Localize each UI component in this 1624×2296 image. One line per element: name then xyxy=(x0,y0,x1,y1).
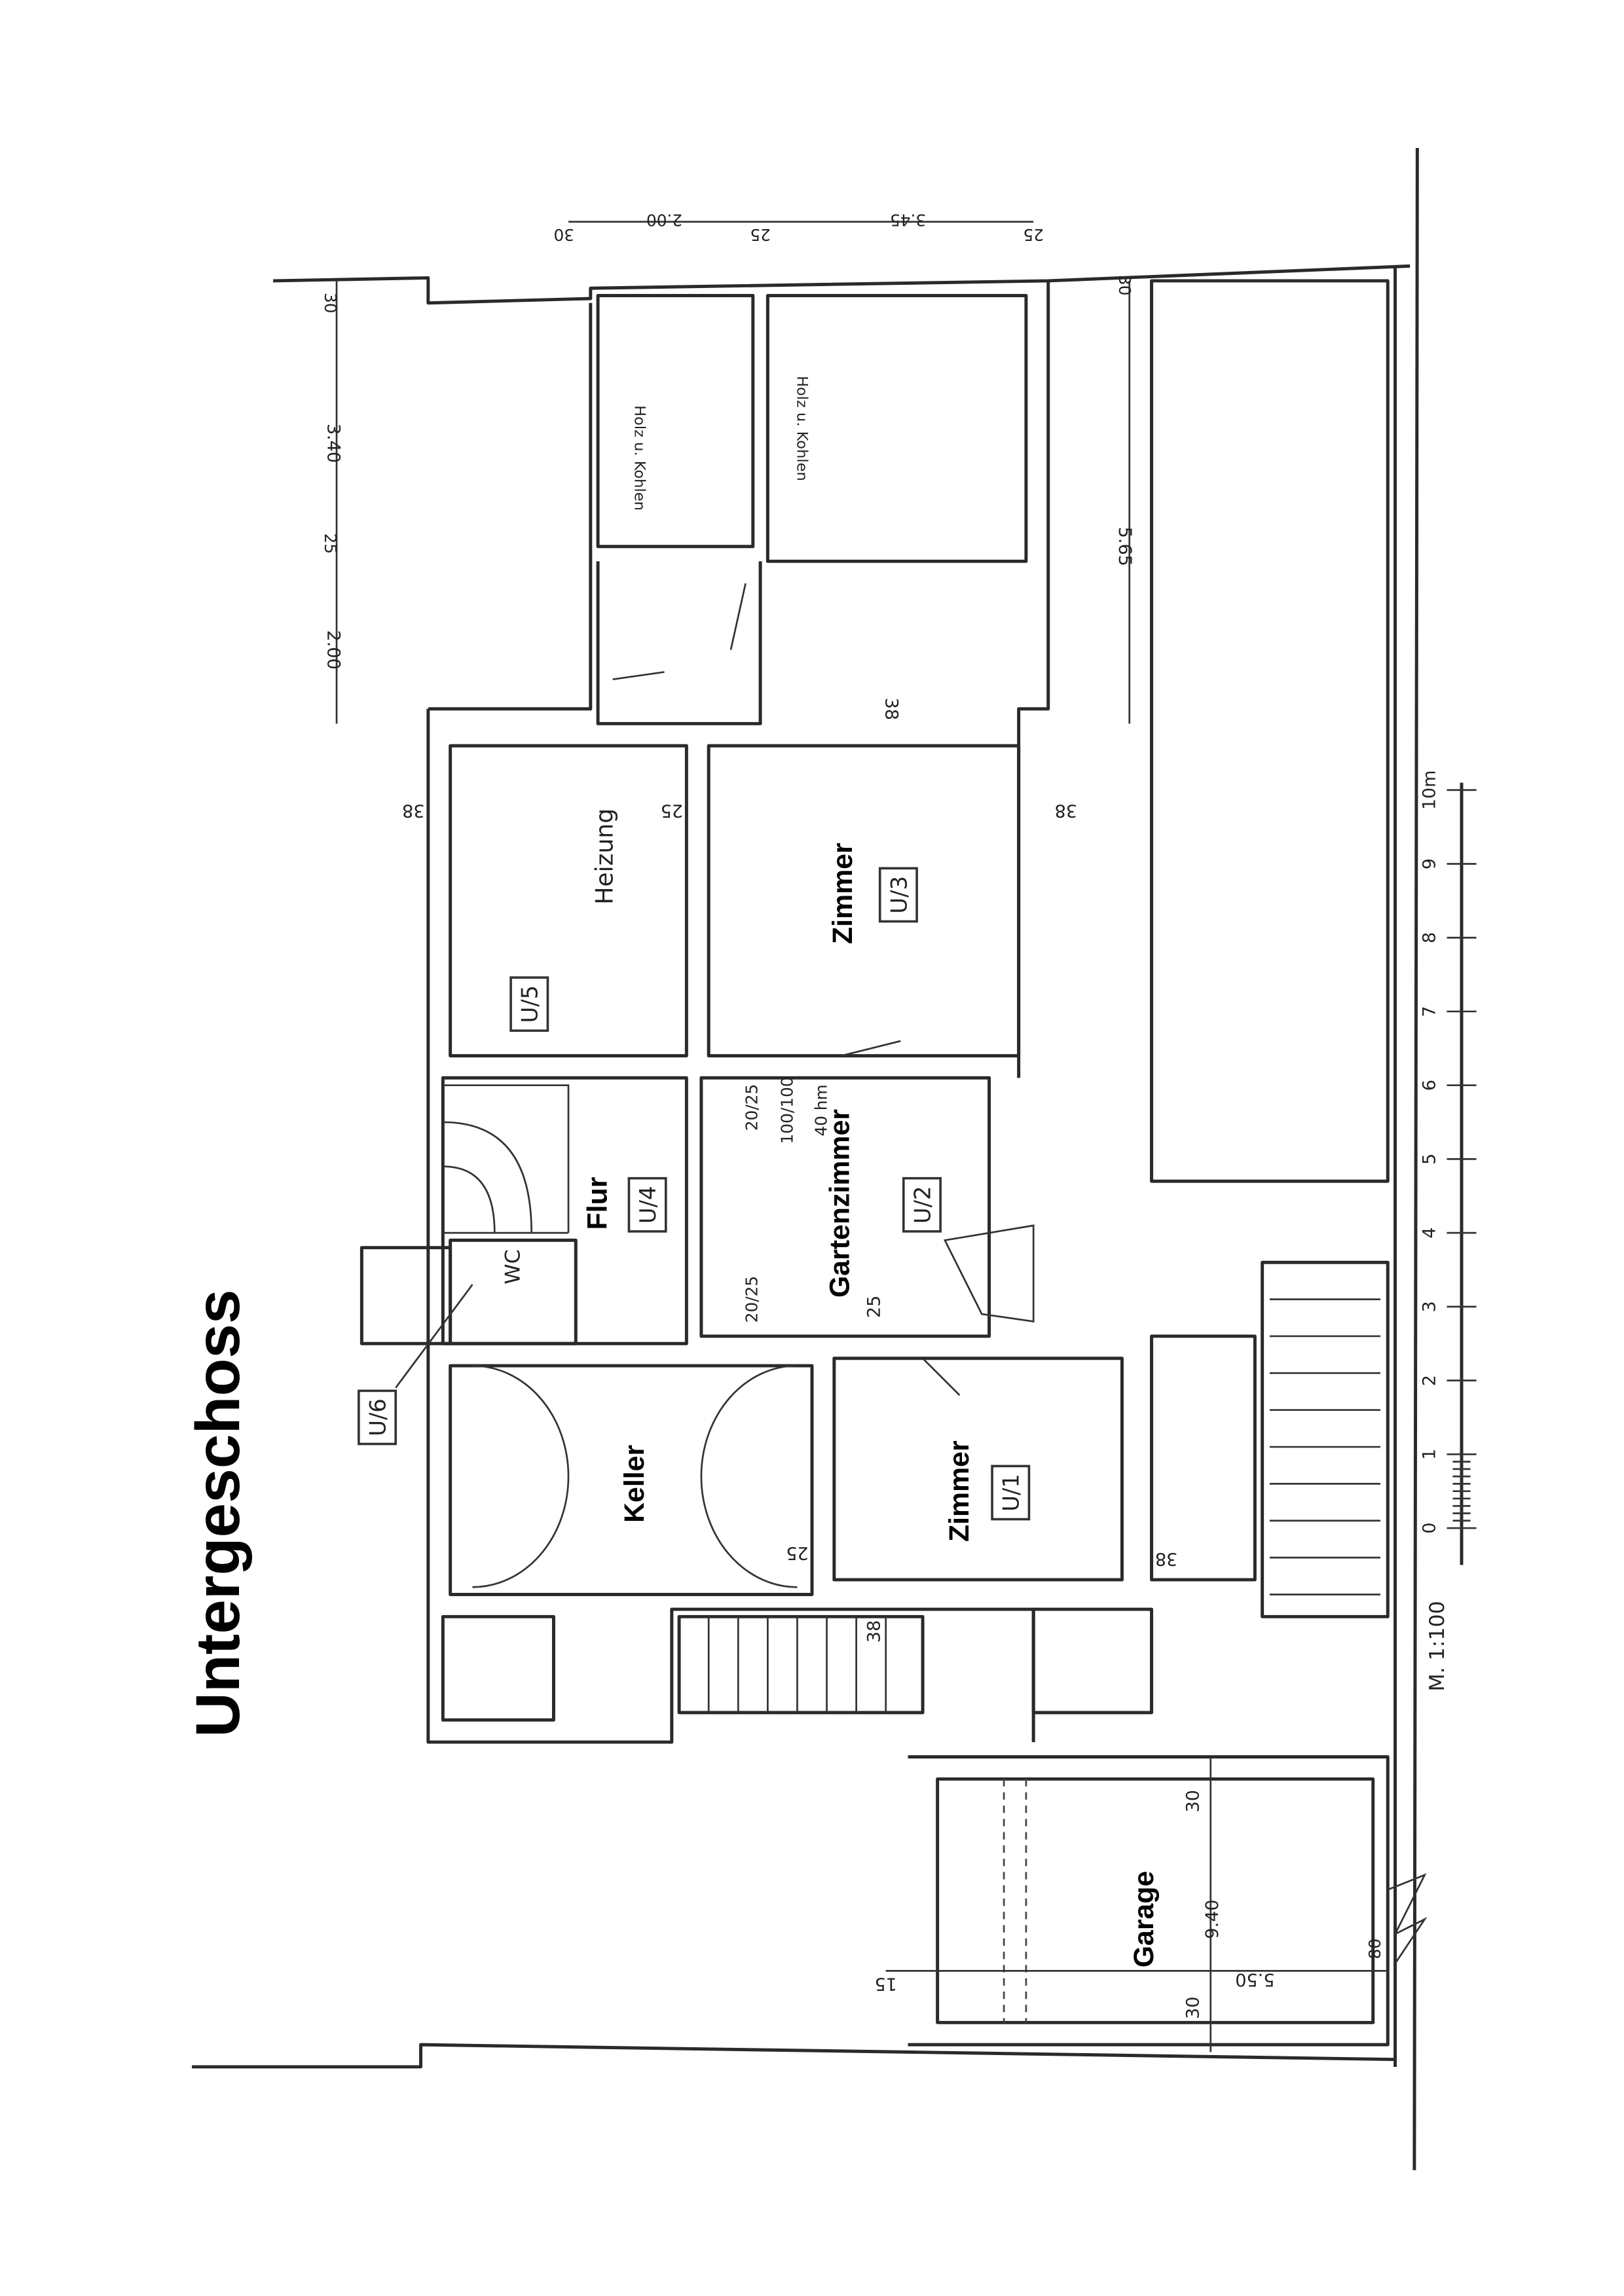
dimension-label: 25 xyxy=(1023,225,1044,244)
room-code: U/2 xyxy=(910,1186,935,1224)
scale-label: M. 1:100 xyxy=(1426,1601,1449,1691)
room-zimmer-u3: Zimmer U/3 xyxy=(827,843,918,944)
dimension-right: 30 5.65 xyxy=(1115,275,1135,724)
dimension-label: 30 xyxy=(1115,275,1134,296)
room-code: U/4 xyxy=(635,1186,661,1224)
room-name: Zimmer xyxy=(944,1440,975,1542)
dimension-label: 15 xyxy=(875,1974,897,1994)
room-heizung: Heizung U/5 xyxy=(509,809,619,1032)
dimension-label: 25 xyxy=(661,800,683,820)
dimension-label: 3.45 xyxy=(890,211,926,230)
room-code: U/6 xyxy=(365,1398,390,1436)
dimension-label: 25 xyxy=(864,1296,885,1318)
dimension-label: 30 xyxy=(553,225,574,244)
page-title: Untergeschoss xyxy=(183,1289,253,1737)
room-wc: WC U/6 xyxy=(358,1249,525,1446)
dimension-garage: 30 9.40 5.50 30 15 80 xyxy=(875,1757,1388,2052)
dimension-label: 25 xyxy=(321,533,340,554)
dimension-label: 2.00 xyxy=(646,211,682,230)
dimension-label: 5.50 xyxy=(1235,1969,1274,1990)
room-code: U/5 xyxy=(517,985,543,1023)
dimension-label: 30 xyxy=(1183,1790,1204,1812)
dimension-label: 30 xyxy=(321,293,340,314)
room-name: Gartenzimmer xyxy=(824,1109,855,1298)
room-name: Flur xyxy=(582,1176,614,1230)
scale-tick-label: 4 xyxy=(1419,1228,1439,1239)
dimension-label: 80 xyxy=(1365,1939,1384,1959)
dimension-openings: 20/25 100/100 40 hm 20/25 xyxy=(743,1077,831,1323)
dimension-label: 38 xyxy=(1055,800,1077,820)
room-name: Keller xyxy=(619,1445,650,1523)
scale-tick-label: 6 xyxy=(1419,1080,1439,1091)
dimension-label: 38 xyxy=(881,698,902,720)
room-name: Heizung xyxy=(591,809,619,905)
room-flur: Flur U/4 xyxy=(582,1176,667,1233)
scale-tick-label: 7 xyxy=(1419,1006,1439,1017)
scale-tick-label: 9 xyxy=(1419,858,1439,869)
dimension-label: 5.65 xyxy=(1115,527,1135,566)
room-keller: Keller xyxy=(619,1445,650,1523)
scale-tick-label: 8 xyxy=(1419,932,1439,943)
scale-tick-label: 3 xyxy=(1419,1301,1439,1312)
dimension-label: 38 xyxy=(1155,1548,1177,1569)
dimension-label: 25 xyxy=(786,1542,808,1563)
room-name: Zimmer xyxy=(827,843,858,944)
dimension-label: 38 xyxy=(402,800,424,820)
dimension-label: 40 hm xyxy=(812,1084,831,1136)
room-name: Garage xyxy=(1128,1871,1160,1968)
dimension-label: 30 xyxy=(1183,1997,1204,2019)
dimension-label: 100/100 xyxy=(778,1077,797,1144)
room-gartenzimmer: Gartenzimmer U/2 xyxy=(824,1109,942,1298)
dimension-left: 30 3.40 25 2.00 xyxy=(321,280,344,724)
dimension-label: 9.40 xyxy=(1202,1899,1223,1939)
dimension-label: 20/25 xyxy=(743,1084,762,1131)
room-code: U/3 xyxy=(886,876,912,914)
scale-bar: 0 1 2 3 4 5 6 7 8 9 10m M. 1:100 xyxy=(1419,770,1477,1692)
scale-tick-label: 5 xyxy=(1419,1154,1439,1165)
room-holz-kohlen-1: Holz u. Kohlen xyxy=(631,405,648,511)
room-holz-kohlen-2: Holz u. Kohlen xyxy=(793,376,810,481)
building-outline xyxy=(360,279,1428,2047)
scale-tick-label: 2 xyxy=(1419,1375,1439,1386)
dimension-label: 38 xyxy=(864,1620,885,1643)
scale-tick-label: 1 xyxy=(1419,1449,1439,1460)
scale-tick-label: 10m xyxy=(1419,770,1439,810)
room-name: WC xyxy=(502,1249,525,1284)
dimension-label: 20/25 xyxy=(743,1276,762,1322)
dimension-walls: 38 25 38 38 25 38 38 25 xyxy=(402,698,1177,1643)
room-garage: Garage xyxy=(1128,1871,1160,1968)
scale-tick-label: 0 xyxy=(1419,1522,1439,1533)
dimension-top: 30 2.00 25 3.45 25 xyxy=(553,211,1044,245)
room-zimmer-u1: Zimmer U/1 xyxy=(944,1440,1031,1542)
room-code: U/1 xyxy=(999,1474,1024,1512)
dimension-label: 3.40 xyxy=(323,424,344,463)
dimension-label: 25 xyxy=(750,225,771,244)
dimension-label: 2.00 xyxy=(323,630,344,669)
